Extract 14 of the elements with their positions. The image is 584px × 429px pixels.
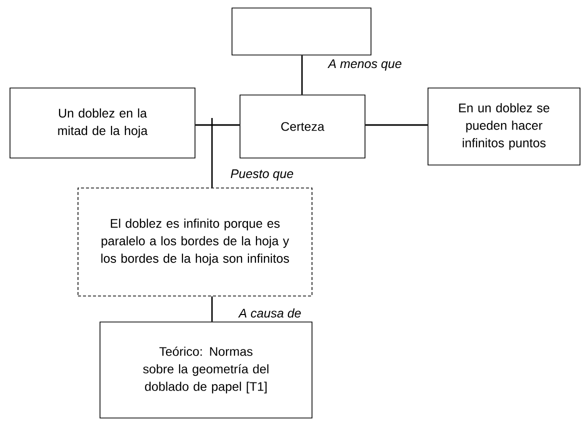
text-box: Certeza [240, 94, 366, 158]
text-box: En un doblez se pueden hacer infinitos puntos [428, 88, 580, 166]
edge-label: A causa de [238, 307, 302, 319]
text-box: Teórico: Normas sobre la geometría del doblado de papel [T1] [100, 322, 312, 418]
empty-box [232, 8, 372, 56]
text-box: Un doblez en la mitad de la hoja [10, 88, 196, 158]
connector-line [211, 296, 213, 322]
edge-label: A menos que [327, 58, 403, 72]
dashed-box: El doblez es infinito porque es paralelo a los bordes de la hoja y los bordes de la hoja son infinitos [78, 188, 312, 296]
edge-label: Puesto que [229, 168, 295, 182]
connector-line [211, 118, 213, 188]
connector-line [195, 124, 240, 126]
connector-line [301, 55, 303, 95]
connector-line [365, 124, 428, 126]
